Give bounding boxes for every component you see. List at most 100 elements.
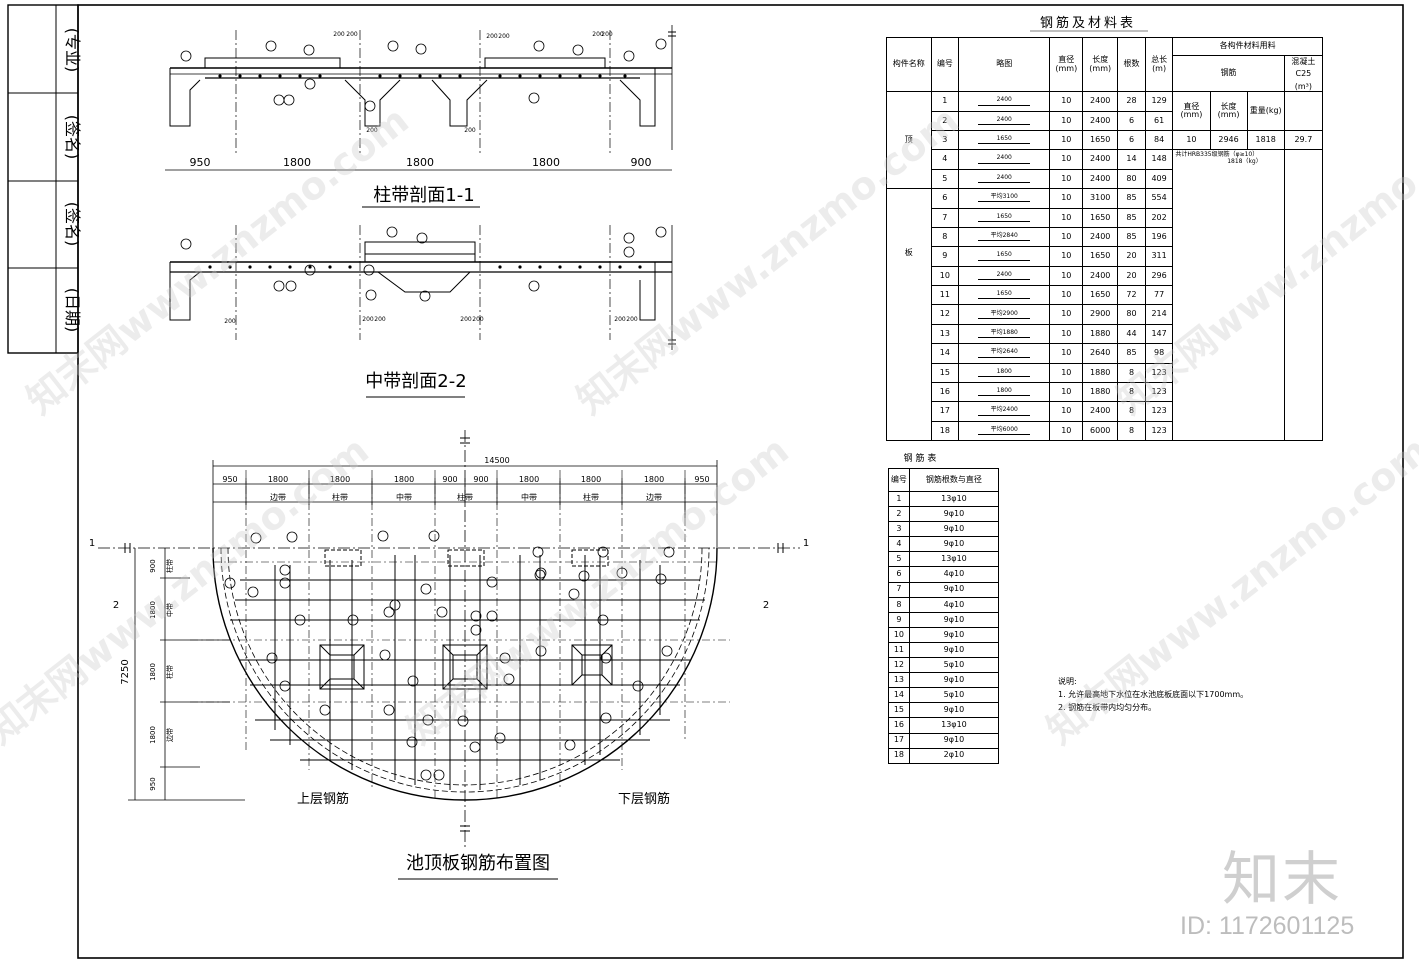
cell-length: 2400 [1082, 226, 1119, 248]
plan-column-heads [319, 549, 613, 690]
rebar-table-title: 钢 筋 表 [904, 452, 937, 464]
header-concrete: 混凝土 [1291, 57, 1316, 66]
cell-total: 84 [1144, 129, 1174, 151]
svg-text:1: 1 [803, 538, 809, 549]
cell-length: 2400 [1082, 401, 1119, 422]
logo: 知末 [1222, 845, 1343, 913]
rebar-header-no: 编号 [888, 468, 910, 492]
material-table-title: 钢筋及材料表 [1040, 15, 1136, 31]
plan-dims-text: 14500 950 1800 1800 1800 900 900 1800 18… [222, 456, 709, 502]
summary-note-1: 共计HRB335级钢筋（φ≥10） [1175, 151, 1259, 159]
section-2-2-title: 中带剖面2-2 [365, 371, 466, 392]
cell-count: 20 [1117, 265, 1146, 287]
rebar-cell-spec: 9φ10 [908, 626, 1000, 643]
cell-length: 2640 [1082, 343, 1119, 364]
header-length: 长度(mm) [1082, 36, 1119, 93]
svg-text:200: 200 [460, 316, 472, 323]
cell-length: 2400 [1082, 91, 1119, 112]
cell-no: 12 [930, 304, 960, 325]
upper-layer-label: 上层钢筋 [297, 791, 349, 807]
cell-count: 28 [1117, 91, 1146, 112]
section-2-2-dims: 200 200 200 200 200 200 200 [224, 316, 638, 325]
cell-no: 11 [930, 285, 960, 306]
rebar-cell-spec: 9φ10 [908, 641, 1000, 659]
plan-callouts [224, 530, 675, 781]
svg-text:200: 200 [592, 31, 604, 38]
section-1-1 [165, 25, 676, 171]
cell-total: 129 [1144, 91, 1174, 112]
member-name-top: 顶 [886, 91, 932, 190]
rebar-header-spec: 钢筋根数与直径 [908, 468, 1000, 492]
header-count: 根数 [1117, 36, 1146, 93]
cell-diameter: 10 [1049, 91, 1084, 112]
cell-length: 2400 [1082, 110, 1119, 131]
rebar-cell-spec: 9φ10 [908, 611, 1000, 628]
plan-title: 池顶板钢筋布置图 [406, 853, 550, 874]
cell-sketch: 1800 [958, 362, 1051, 384]
cell-no: 3 [930, 129, 960, 151]
rebar-cell-spec: 13φ10 [908, 717, 1000, 734]
svg-text:200: 200 [346, 31, 358, 38]
svg-text:900: 900 [442, 475, 457, 484]
title-block-cell-1: (专业) [63, 28, 82, 73]
cell-diameter: 10 [1049, 168, 1084, 190]
cell-sketch: 平均1880 [958, 323, 1051, 345]
cell-diameter: 10 [1049, 207, 1084, 228]
member-name-slab: 板 [886, 188, 932, 442]
plan-dim-lines [128, 460, 718, 801]
notes-title: 说明: [1058, 677, 1077, 686]
cell-diameter: 10 [1049, 129, 1084, 151]
cell-sketch: 平均2840 [958, 226, 1051, 248]
cell-total: 123 [1144, 401, 1174, 422]
rebar-cell-spec: 9φ10 [908, 521, 1000, 538]
svg-text:200: 200 [224, 318, 236, 325]
cell-no: 2 [930, 110, 960, 131]
svg-text:1800: 1800 [283, 156, 311, 169]
cell-total: 554 [1144, 188, 1174, 209]
cell-sketch: 1650 [958, 129, 1051, 151]
svg-text:1800: 1800 [268, 475, 288, 484]
svg-text:200: 200 [498, 33, 510, 40]
cell-sketch: 1650 [958, 285, 1051, 306]
notes: 说明: 1. 允许最高地下水位在水池底板底面以下1700mm。 2. 钢筋在板带… [1058, 675, 1248, 714]
cell-count: 6 [1117, 129, 1146, 151]
cell-sketch: 平均2400 [958, 401, 1051, 422]
cell-length: 6000 [1082, 420, 1119, 442]
cell-length: 1880 [1082, 362, 1119, 384]
cell-sketch: 2400 [958, 265, 1051, 287]
cell-count: 14 [1117, 149, 1146, 170]
cell-total: 77 [1144, 285, 1174, 306]
cell-total: 296 [1144, 265, 1174, 287]
cell-diameter: 10 [1049, 362, 1084, 384]
title-block-cell-4: (日期) [63, 288, 82, 333]
cell-total: 123 [1144, 420, 1174, 442]
plan-left-dims: 900 1800 1800 1800 950 柱带 中带 柱带 边带 7250 [120, 559, 174, 791]
summary-w: 1818 [1246, 129, 1285, 151]
cell-total: 409 [1144, 168, 1174, 190]
cell-total: 311 [1144, 246, 1174, 267]
svg-text:1800: 1800 [532, 156, 560, 169]
cell-length: 2400 [1082, 149, 1119, 170]
svg-text:柱带: 柱带 [165, 665, 174, 679]
cell-diameter: 10 [1049, 285, 1084, 306]
material-table: 构件名称 编号 略图 直径(mm) 长度(mm) 根数 总长(m) 各构件材料用… [886, 36, 1324, 442]
section-marks: 1 1 2 2 [89, 538, 809, 611]
rebar-cell-spec: 9φ10 [908, 581, 1000, 598]
svg-text:边带: 边带 [646, 492, 662, 502]
header-rebar: 钢筋 [1172, 54, 1285, 93]
rebar-cell-spec: 4φ10 [908, 566, 1000, 583]
